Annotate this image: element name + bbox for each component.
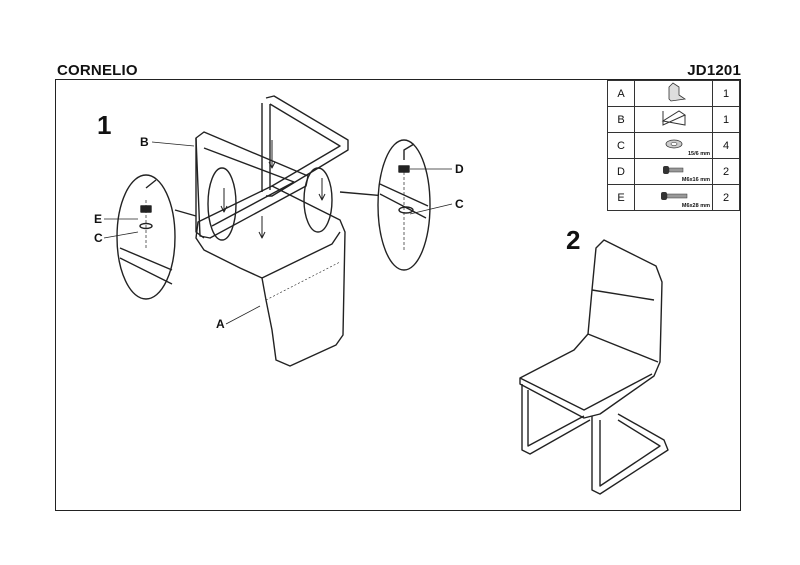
part-picture: M6x16 mm <box>634 158 713 185</box>
part-quantity: 1 <box>712 80 740 107</box>
part-picture <box>634 80 713 107</box>
seat-shell-drawing <box>195 185 346 367</box>
part-dimension: 15/6 mm <box>687 151 710 157</box>
part-picture: 15/6 mm <box>634 132 713 159</box>
part-letter: C <box>607 132 635 159</box>
callout-a: A <box>216 317 225 331</box>
part-letter: D <box>607 158 635 185</box>
part-letter: A <box>607 80 635 107</box>
callout-e: E <box>94 212 103 226</box>
table-row: C 15/6 mm 4 <box>607 132 740 159</box>
table-row: B 1 <box>607 106 740 133</box>
part-letter: B <box>607 106 635 133</box>
washer-icon <box>665 139 682 149</box>
detail-left-drawing <box>116 174 197 300</box>
part-picture <box>634 106 713 133</box>
step-number-1: 1 <box>97 110 112 140</box>
product-code: JD1201 <box>687 62 741 79</box>
bolt-icon <box>662 166 683 174</box>
part-quantity: 1 <box>712 106 740 133</box>
bolt-icon <box>660 192 687 200</box>
diagram-frame <box>55 79 741 511</box>
seat-icon <box>668 82 686 102</box>
part-dimension: M6x16 mm <box>681 177 710 183</box>
part-quantity: 2 <box>712 158 740 185</box>
step-number-2: 2 <box>566 225 581 255</box>
part-quantity: 4 <box>712 132 740 159</box>
table-row: A 1 <box>607 80 740 107</box>
callout-d: D <box>455 162 464 176</box>
part-dimension: M6x28 mm <box>681 203 710 209</box>
callout-b: B <box>140 135 149 149</box>
callout-c-left: C <box>94 231 103 245</box>
part-quantity: 2 <box>712 184 740 211</box>
part-picture: M6x28 mm <box>634 184 713 211</box>
detail-right-drawing <box>377 139 431 271</box>
product-name: CORNELIO <box>57 62 138 79</box>
assembled-chair-drawing <box>519 239 669 495</box>
table-row: D M6x16 mm 2 <box>607 158 740 185</box>
frame-icon <box>661 110 686 126</box>
callout-c-right: C <box>455 197 464 211</box>
parts-table: A 1 B 1 C 15/6 mm 4 D M6x16 mm <box>607 80 740 211</box>
table-row: E M6x28 mm 2 <box>607 184 740 211</box>
part-letter: E <box>607 184 635 211</box>
